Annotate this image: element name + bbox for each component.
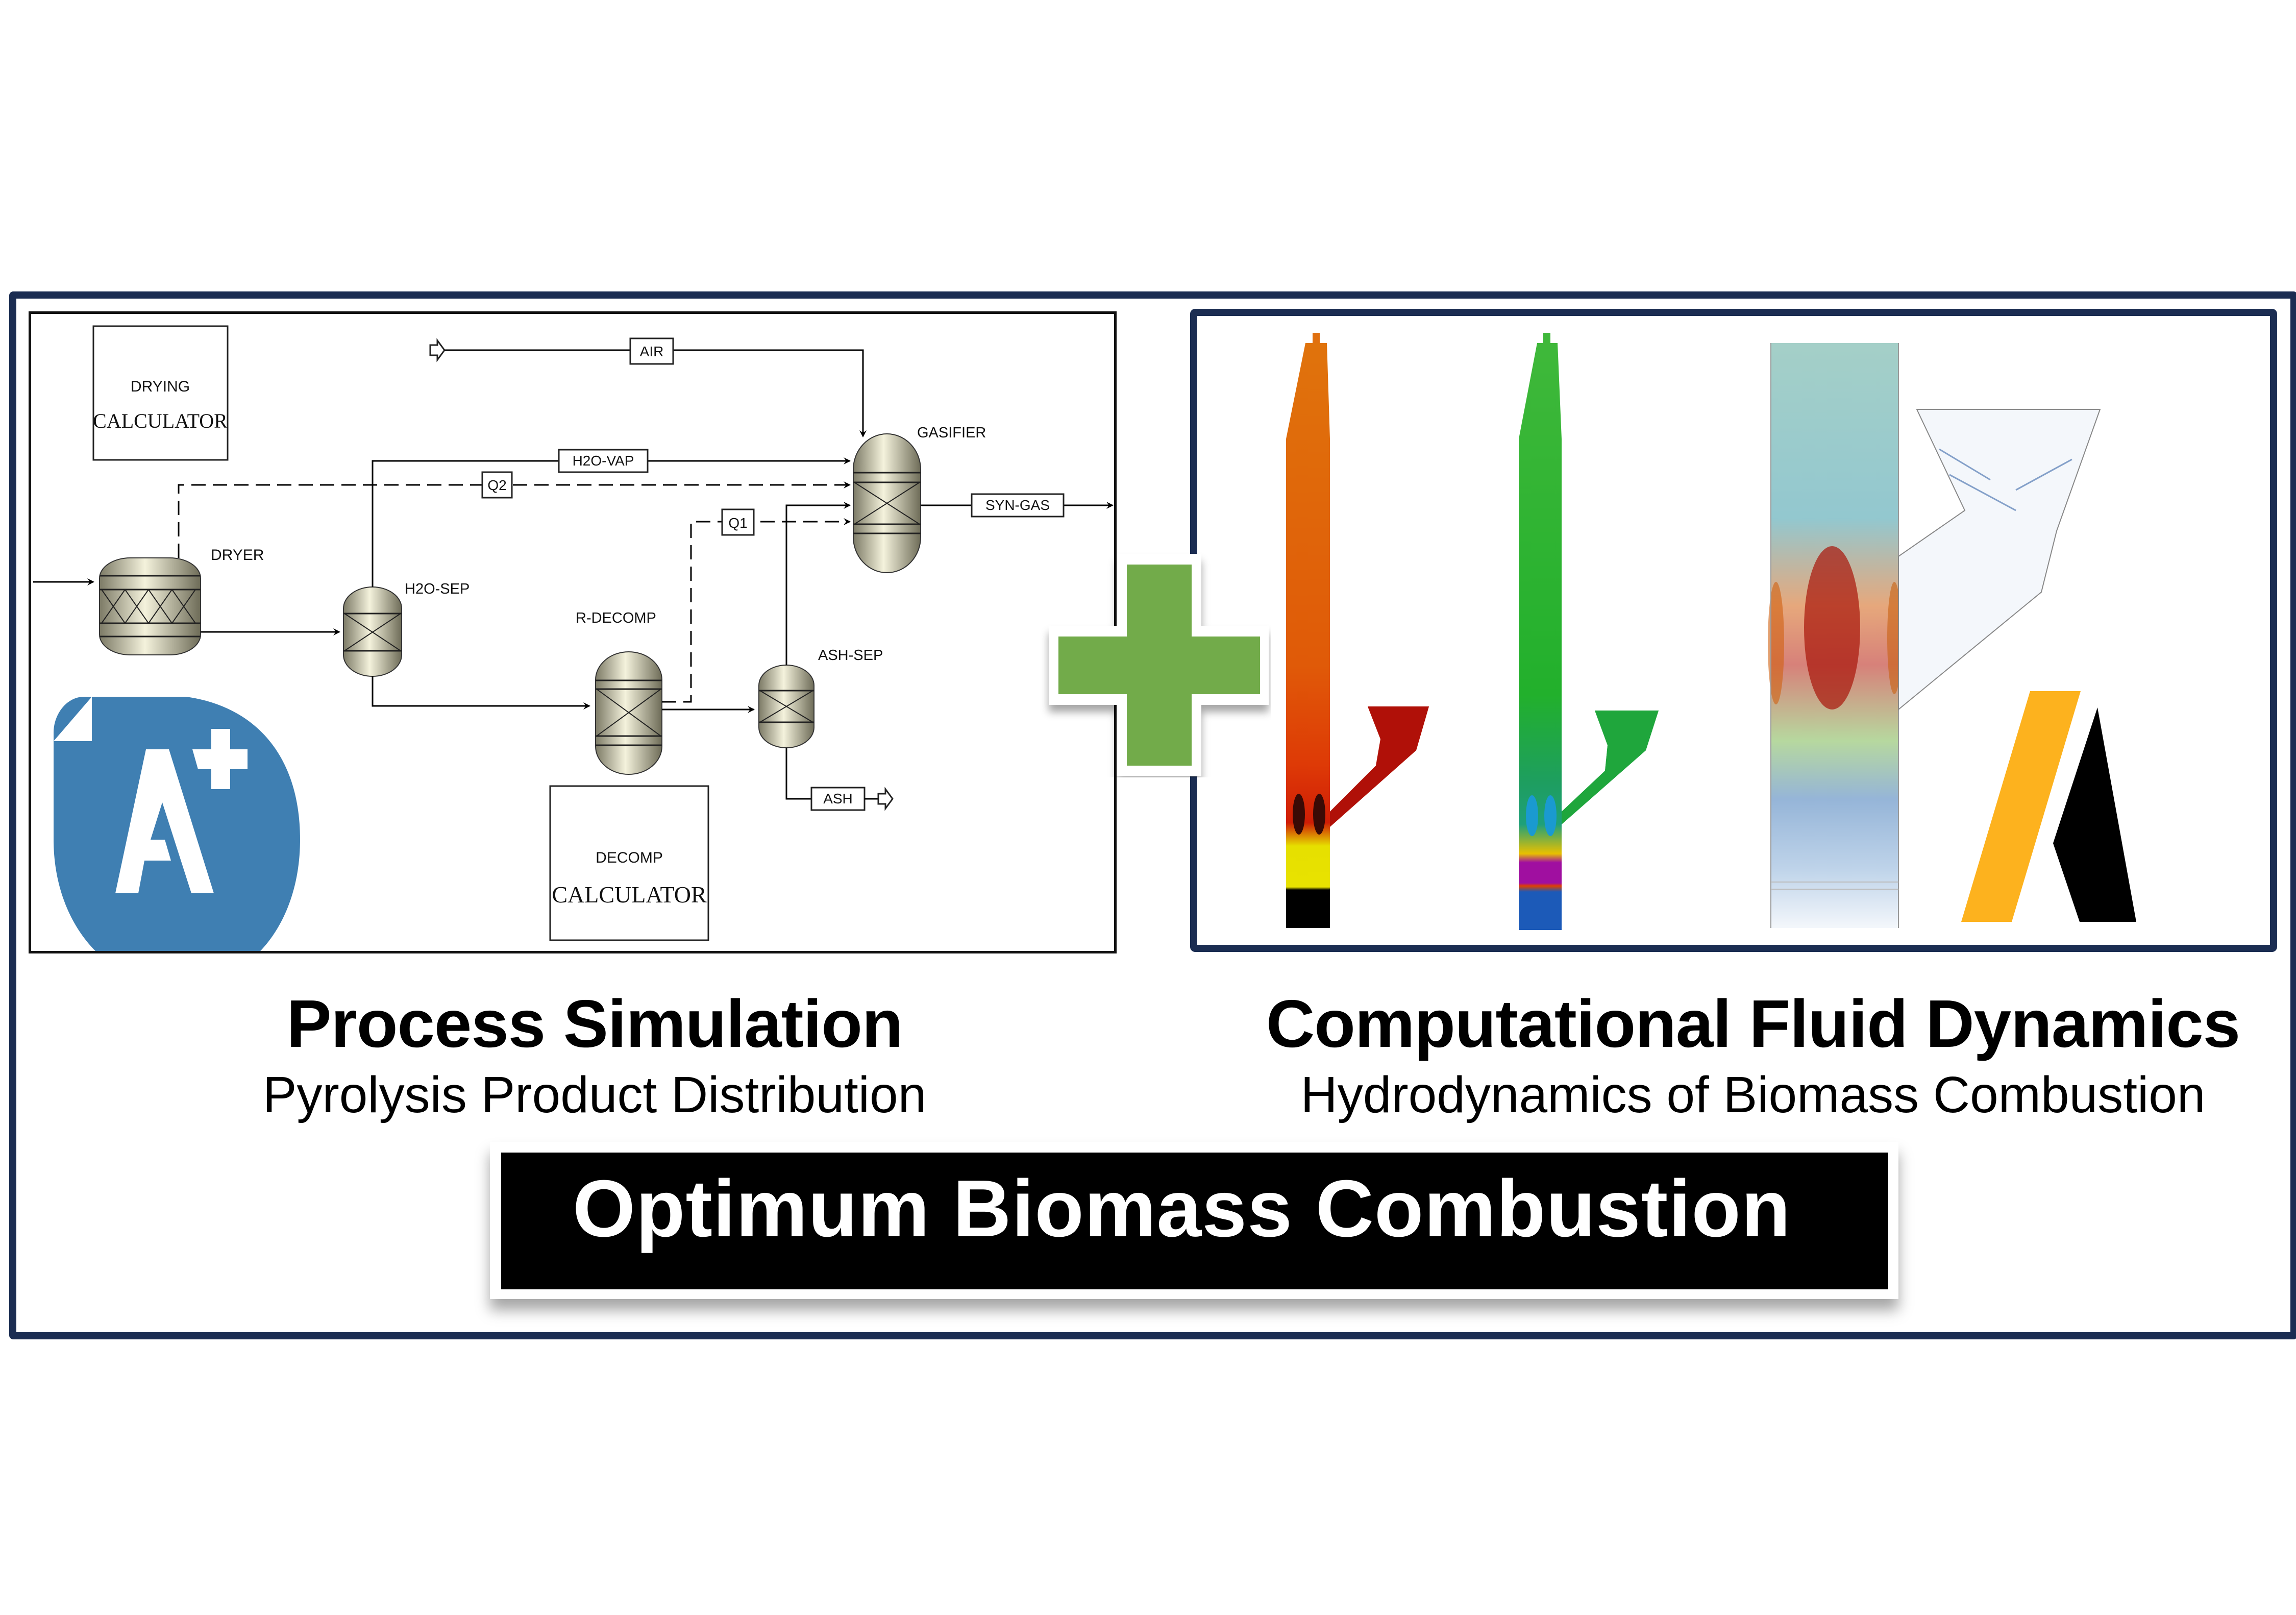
process-flowsheet-panel: DRYING CALCULATOR DRYER H2O-SEP [29,311,1117,986]
velocity-vector-field-image [1768,343,2101,928]
r-decomp-block[interactable]: R-DECOMP [576,610,662,775]
aspen-plus-logo-icon [54,697,300,986]
q1-heat-stream[interactable] [662,518,851,703]
ash-sep-label: ASH-SEP [818,647,883,664]
svg-text:ASH: ASH [823,791,853,806]
ash-stream-label[interactable]: ASH [810,787,866,811]
q2-stream-label[interactable]: Q2 [481,471,513,499]
cfd-results-panel [1190,309,2277,952]
optimum-banner: Optimum Biomass Combustion [501,1153,1888,1289]
svg-text:AIR: AIR [640,344,664,359]
ash-outlet-icon [877,787,894,811]
gasifier-block[interactable]: GASIFIER [853,425,986,573]
h2o-vap-stream[interactable] [372,457,851,587]
outer-frame [9,291,2296,1339]
decomp-calculator-block[interactable]: DECOMP CALCULATOR [549,785,709,941]
decomp-calculator-type: CALCULATOR [552,882,707,908]
flowsheet-diagram: DRYING CALCULATOR DRYER H2O-SEP [33,325,1114,986]
plus-icon [1035,543,1271,777]
drying-calculator-block[interactable]: DRYING CALCULATOR [92,325,229,461]
h2o-sep-block[interactable]: H2O-SEP [343,581,470,677]
ash-sep-block[interactable]: ASH-SEP [758,647,883,748]
air-stream[interactable] [445,349,867,437]
syn-gas-stream-label[interactable]: SYN-GAS [971,493,1065,518]
cfd-title: Computational Fluid Dynamics [1266,986,2240,1061]
q2-heat-stream[interactable] [178,481,851,558]
process-simulation-title: Process Simulation [286,986,903,1061]
q1-stream-label[interactable]: Q1 [721,508,755,536]
decomp-calculator-name: DECOMP [596,849,663,866]
h2o-vap-stream-label[interactable]: H2O-VAP [558,449,649,473]
gasifier-label: GASIFIER [917,425,986,441]
species-contour-image [1519,333,1659,930]
air-stream-label[interactable]: AIR [629,337,674,365]
drying-calculator-name: DRYING [131,378,190,395]
cfd-visualization [1286,333,2136,930]
r-decomp-label: R-DECOMP [576,610,656,626]
drying-calculator-type: CALCULATOR [93,409,228,432]
svg-text:SYN-GAS: SYN-GAS [985,497,1050,513]
ash-stream[interactable] [785,748,811,800]
process-simulation-subtitle: Pyrolysis Product Distribution [262,1066,927,1123]
dryer-block[interactable]: DRYER [99,547,264,655]
air-inlet-icon [429,338,446,362]
volatiles-to-gasifier-stream[interactable] [785,502,851,665]
solids-to-r-decomp-stream[interactable] [372,676,590,709]
banner-text: Optimum Biomass Combustion [573,1164,1791,1254]
ansys-logo-icon [1961,691,2136,922]
dryer-label: DRYER [211,547,264,564]
svg-text:Q2: Q2 [487,477,506,493]
svg-text:Q1: Q1 [728,515,747,531]
cfd-subtitle: Hydrodynamics of Biomass Combustion [1300,1066,2206,1123]
svg-text:H2O-VAP: H2O-VAP [573,453,634,469]
temperature-contour-image [1286,333,1429,928]
h2o-sep-label: H2O-SEP [405,581,470,597]
